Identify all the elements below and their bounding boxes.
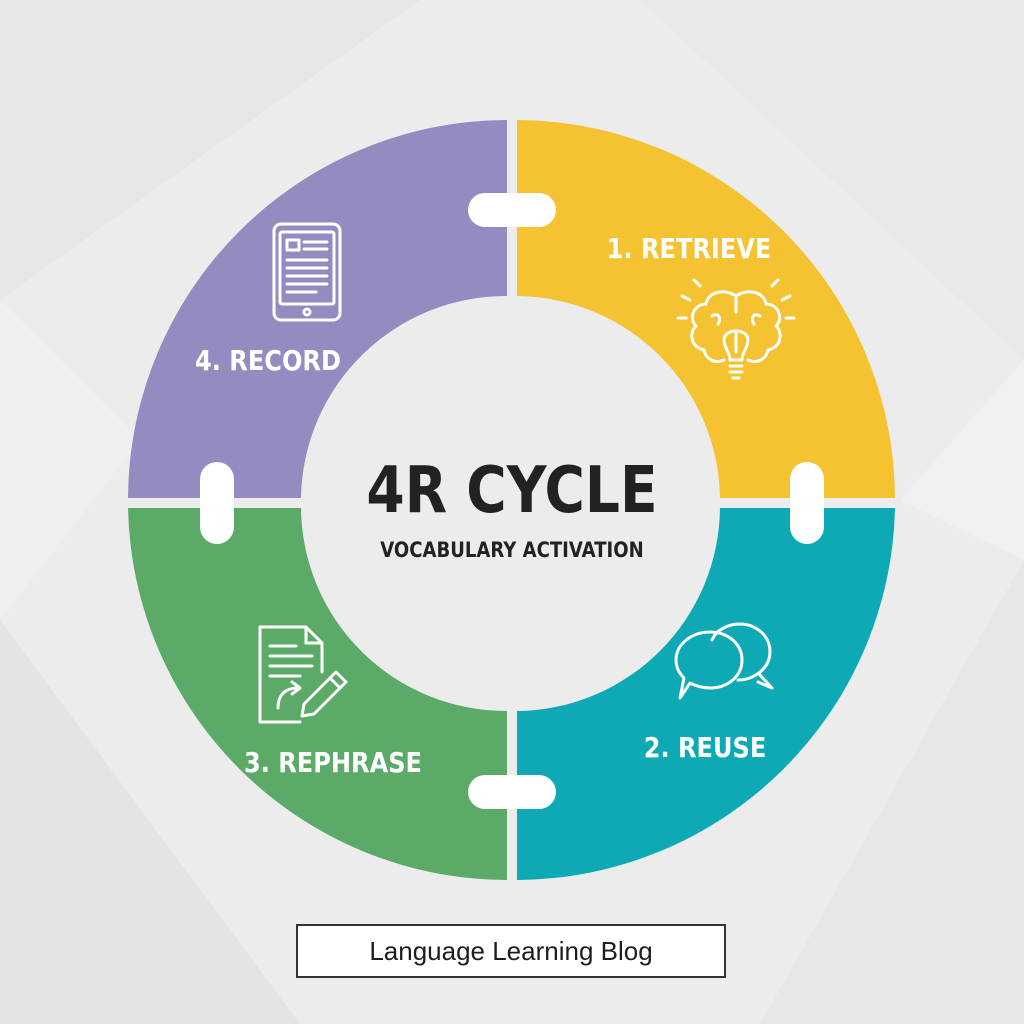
- document-edit-icon: [258, 625, 348, 724]
- connector-left: [200, 462, 234, 544]
- brain-lightbulb-icon: [676, 278, 796, 380]
- segment-rephrase: [128, 508, 507, 880]
- center-circle: [307, 297, 717, 707]
- step-label-rephrase: 3. REPHRASE: [244, 747, 422, 779]
- connector-top: [468, 193, 556, 227]
- diagram-title: 4R CYCLE: [366, 454, 657, 528]
- segment-record: [128, 120, 507, 498]
- diagram-subtitle: VOCABULARY ACTIVATION: [380, 538, 643, 563]
- step-label-reuse: 2. REUSE: [644, 732, 767, 764]
- segment-retrieve: [517, 120, 895, 498]
- footer-text: Language Learning Blog: [369, 935, 653, 966]
- speech-bubbles-icon: [674, 622, 774, 700]
- tablet-icon: [272, 222, 342, 322]
- step-label-record: 4. RECORD: [195, 345, 341, 377]
- connector-right: [790, 462, 824, 544]
- step-label-retrieve: 1. RETRIEVE: [607, 233, 772, 265]
- connector-bottom: [468, 775, 556, 809]
- footer-credit: Language Learning Blog: [296, 924, 726, 978]
- segment-reuse: [517, 508, 895, 880]
